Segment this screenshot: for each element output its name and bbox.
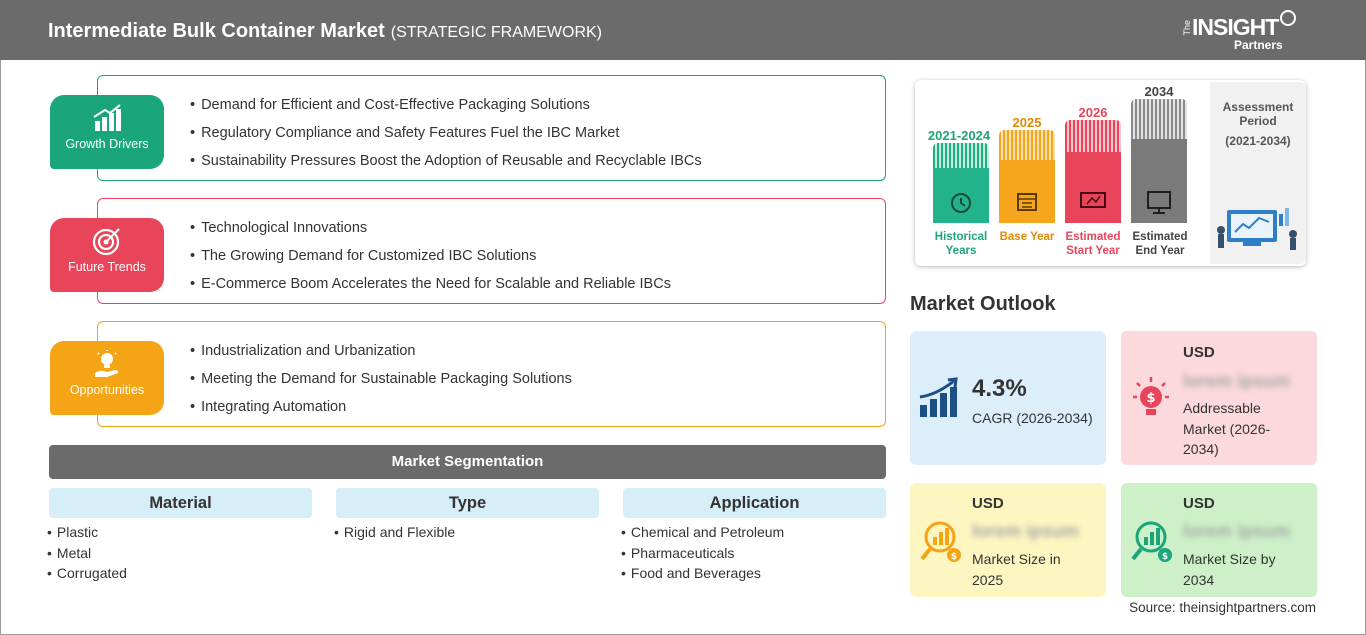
historical-year: 2021-2024: [927, 128, 991, 143]
logo-insight: INSIGHT: [1192, 14, 1279, 40]
list-item: Corrugated: [47, 565, 127, 586]
presentation-icon: [1080, 192, 1106, 208]
history-clock-icon: [951, 193, 971, 213]
size2025-currency: USD: [972, 495, 1004, 512]
size2025-label: Market Size in 2025: [972, 551, 1061, 588]
opportunities-list: Industrialization and Urbanization Meeti…: [190, 341, 572, 425]
segment-list-type: Rigid and Flexible: [334, 524, 455, 545]
list-item: Technological Innovations: [190, 218, 671, 246]
bar-chart-growth-icon: [93, 104, 121, 131]
size2034-value: lorem ipsum: [1183, 521, 1291, 541]
list-item: Meeting the Demand for Sustainable Packa…: [190, 369, 572, 397]
growth-drivers-card: Demand for Efficient and Cost-Effective …: [97, 75, 886, 181]
list-item: The Growing Demand for Customized IBC So…: [190, 246, 671, 274]
start-bar: [1065, 120, 1121, 223]
logo-the: The: [1182, 20, 1192, 36]
analytics-dashboard-icon: [1217, 208, 1297, 250]
future-trends-card: Technological Innovations The Growing De…: [97, 198, 886, 304]
page-header: Intermediate Bulk Container Market (STRAT…: [0, 0, 1366, 60]
assessment-title: Assessment Period: [1222, 100, 1294, 128]
market-size-2025-box: $ USD lorem ipsum Market Size in 2025: [910, 483, 1106, 597]
logo-ring-icon: [1280, 10, 1296, 26]
money-bag-chart-icon: $: [1131, 521, 1172, 562]
list-item: Integrating Automation: [190, 397, 572, 425]
page-title-text: Intermediate Bulk Container Market: [48, 20, 385, 42]
cagr-box: 4.3% CAGR (2026-2034): [910, 331, 1106, 465]
cagr-label: CAGR (2026-2034): [972, 410, 1093, 426]
list-item: Regulatory Compliance and Safety Feature…: [190, 123, 702, 151]
base-bar: [999, 130, 1055, 223]
growth-drivers-badge: Growth Drivers: [50, 95, 164, 169]
addressable-label: Addressable Market (2026-2034): [1183, 400, 1271, 457]
growth-drivers-label: Growth Drivers: [65, 137, 149, 151]
base-label: Base Year: [999, 231, 1055, 243]
list-item: Demand for Efficient and Cost-Effective …: [190, 95, 702, 123]
market-size-2034-box: $ USD lorem ipsum Market Size by 2034: [1121, 483, 1317, 597]
svg-text:$: $: [1162, 552, 1168, 562]
future-trends-label: Future Trends: [68, 260, 146, 274]
page-title: Intermediate Bulk Container Market (STRAT…: [48, 20, 602, 43]
assessment-period: (2021-2034): [1225, 134, 1291, 148]
market-segmentation-title: Market Segmentation: [49, 445, 886, 479]
segment-head-type: Type: [336, 488, 599, 518]
list-item: Plastic: [47, 524, 127, 545]
growth-chart-icon: [919, 377, 958, 417]
money-bulb-icon: $: [1133, 377, 1169, 415]
svg-text:$: $: [1146, 391, 1155, 406]
cagr-value: 4.3%: [972, 375, 1027, 402]
size2034-label: Market Size by 2034: [1183, 551, 1276, 588]
opportunities-card: Industrialization and Urbanization Meeti…: [97, 321, 886, 427]
list-item: Food and Beverages: [621, 565, 784, 586]
growth-drivers-list: Demand for Efficient and Cost-Effective …: [190, 95, 702, 179]
calendar-icon: [1017, 193, 1037, 211]
list-item: Chemical and Petroleum: [621, 524, 784, 545]
addressable-market-box: $ USD lorem ipsum Addressable Market (20…: [1121, 331, 1317, 465]
historical-label: Historical Years: [934, 231, 988, 257]
size2034-currency: USD: [1183, 495, 1215, 512]
target-icon: [92, 228, 120, 256]
assessment-period-panel: Assessment Period (2021-2034): [1210, 82, 1306, 264]
insight-partners-logo: The INSIGHT Partners: [1182, 10, 1302, 52]
segment-head-application: Application: [623, 488, 886, 518]
end-bar: [1131, 99, 1187, 223]
addressable-value: lorem ipsum: [1183, 371, 1291, 391]
list-item: Pharmaceuticals: [621, 545, 784, 566]
segment-head-material: Material: [49, 488, 312, 518]
historical-bar: [933, 143, 989, 223]
list-item: Industrialization and Urbanization: [190, 341, 572, 369]
opportunities-label: Opportunities: [69, 383, 145, 397]
opportunities-badge: Opportunities: [50, 341, 164, 415]
page-subtitle: (STRATEGIC FRAMEWORK): [390, 24, 602, 41]
list-item: Metal: [47, 545, 127, 566]
end-label: Estimated End Year: [1132, 231, 1188, 257]
future-trends-badge: Future Trends: [50, 218, 164, 292]
base-year: 2025: [1012, 115, 1042, 130]
addressable-currency: USD: [1183, 344, 1215, 361]
end-year: 2034: [1144, 84, 1174, 99]
money-bag-chart-icon: $: [920, 521, 961, 562]
list-item: E-Commerce Boom Accelerates the Need for…: [190, 274, 671, 302]
list-item: Rigid and Flexible: [334, 524, 455, 545]
svg-text:$: $: [951, 552, 957, 562]
logo-partners: Partners: [1234, 38, 1283, 52]
future-trends-list: Technological Innovations The Growing De…: [190, 218, 671, 302]
size2025-value: lorem ipsum: [972, 521, 1080, 541]
source-credit: Source: theinsightpartners.com: [1129, 600, 1316, 615]
segment-list-application: Chemical and Petroleum Pharmaceuticals F…: [621, 524, 784, 586]
start-label: Estimated Start Year: [1065, 231, 1121, 257]
list-item: Sustainability Pressures Boost the Adopt…: [190, 151, 702, 179]
lightbulb-hand-icon: [95, 350, 119, 377]
segment-list-material: Plastic Metal Corrugated: [47, 524, 127, 586]
monitor-chart-icon: [1147, 191, 1171, 214]
start-year: 2026: [1078, 105, 1108, 120]
market-outlook-title: Market Outlook: [910, 293, 1056, 315]
